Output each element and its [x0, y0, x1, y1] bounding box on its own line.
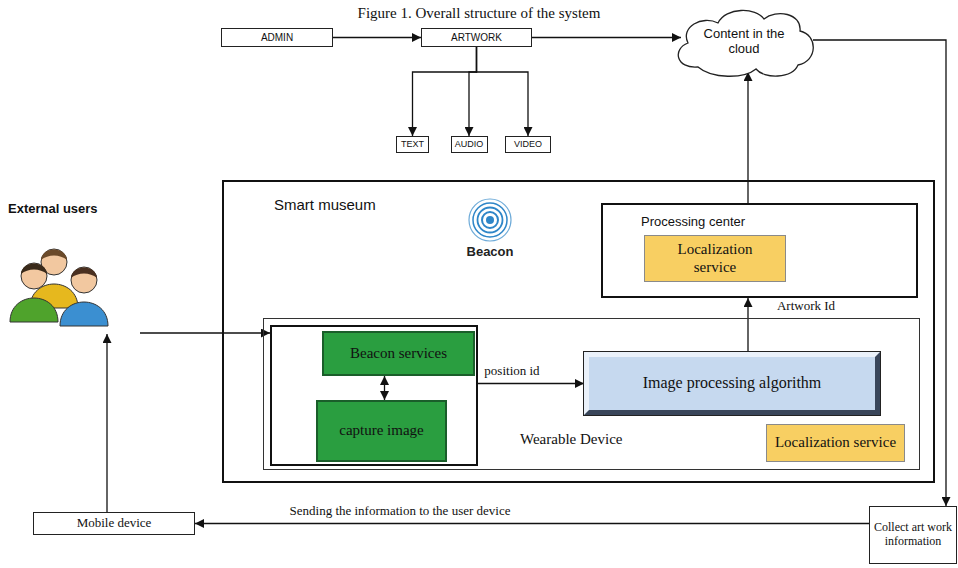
admin-box: ADMIN	[221, 28, 333, 47]
node-text: Beacon services	[350, 345, 447, 362]
node-text: ADMIN	[261, 32, 293, 44]
collector-box: Collect art work information	[869, 506, 957, 564]
node-text: Image processing algorithm	[643, 374, 822, 392]
person-hair	[41, 250, 67, 261]
connector-arrow	[140, 332, 270, 333]
edge-label: Sending the information to the user devi…	[288, 503, 513, 519]
person-hair	[71, 268, 97, 279]
connector-arrow	[106, 334, 107, 512]
device-box: Mobile device	[33, 512, 195, 535]
person-head	[21, 263, 47, 289]
connector-arrow	[477, 47, 529, 136]
node-heading: Processing center	[641, 215, 745, 230]
node-text: AUDIO	[455, 139, 484, 149]
museum-frame: Smart museumProcessing centerLocalizatio…	[222, 180, 935, 483]
processing-center: Processing centerLocalization service	[601, 203, 918, 298]
node-text: Mobile device	[77, 516, 152, 531]
algorithm-box: Image processing algorithm	[584, 352, 880, 415]
beacon-dot	[486, 216, 494, 224]
beacon-ring	[473, 203, 507, 237]
node-text: VIDEO	[514, 139, 542, 149]
cloud-shape: Content in the cloud	[668, 5, 820, 79]
connector-arrow	[413, 47, 477, 136]
connector-arrow	[747, 72, 748, 203]
connector-arrow	[195, 523, 869, 524]
person-body	[60, 302, 108, 326]
edge-label: Artwork Id	[775, 298, 837, 314]
node-text: Content in the cloud	[694, 27, 794, 57]
node-text: TEXT	[401, 139, 424, 149]
connector-arrow	[532, 37, 681, 38]
user-group: External users	[4, 200, 140, 334]
node-text: Localization service	[655, 241, 775, 276]
person-body	[10, 298, 58, 322]
node-text: ARTWORK	[451, 32, 502, 44]
node-text: capture image	[339, 422, 424, 439]
person-hair	[21, 264, 47, 275]
person-figure	[60, 267, 108, 326]
process-box: Beacon services	[322, 331, 475, 376]
beacon-ring	[469, 199, 511, 241]
connector-arrow	[384, 376, 385, 400]
node-heading: Smart museum	[274, 196, 376, 213]
beacon-label: Beacon	[465, 244, 516, 259]
sensor-group: Beacon services capture image	[270, 325, 478, 466]
beacon-ring	[478, 208, 503, 233]
service-box: Localization service	[766, 424, 905, 462]
edge-label: position id	[482, 363, 541, 379]
beacon-ring	[482, 212, 498, 228]
person-head	[71, 267, 97, 293]
process-box: capture image	[316, 400, 447, 462]
service-box: Localization service	[644, 235, 786, 282]
cloud-path	[678, 10, 813, 76]
media-box: AUDIO	[451, 136, 488, 153]
connector-arrow	[747, 298, 748, 352]
connector-arrow	[333, 37, 421, 38]
users-icon	[4, 224, 140, 334]
media-box: TEXT	[396, 136, 429, 153]
node-heading: External users	[8, 202, 98, 217]
artwork-box: ARTWORK	[421, 28, 532, 47]
node-text: Localization service	[775, 434, 896, 451]
node-heading: Wearable Device	[520, 431, 622, 448]
person-figure	[10, 263, 58, 322]
connector-arrow	[469, 47, 477, 136]
wearable-frame: Wearable Device Beacon services capture im…	[263, 318, 920, 470]
connector-arrow	[478, 383, 584, 384]
node-text: Collect art work information	[870, 521, 956, 549]
media-box: VIDEO	[505, 136, 551, 153]
beacon-icon	[469, 199, 511, 241]
figure-title: Figure 1. Overall structure of the syste…	[356, 5, 603, 22]
